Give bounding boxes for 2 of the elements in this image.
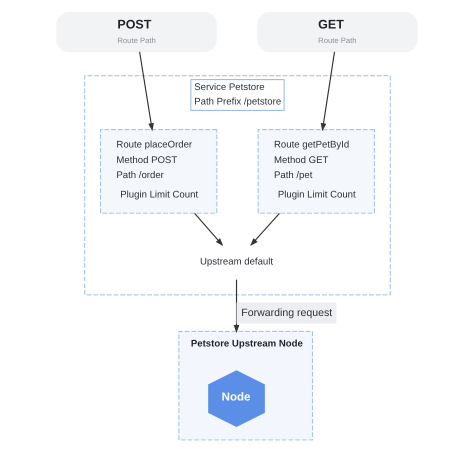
edge-label: Forwarding request	[241, 306, 332, 319]
node-text: Upstream default	[200, 256, 274, 268]
